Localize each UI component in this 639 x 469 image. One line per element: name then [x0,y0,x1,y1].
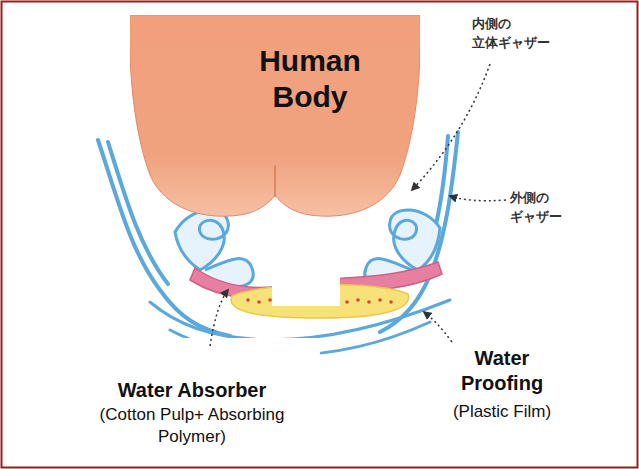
polymer-dot [367,300,371,304]
gather-label: 外側の ギャザー [510,188,585,226]
polymer-dot [345,300,349,304]
body-fill [130,15,420,216]
body-crease [274,165,276,197]
part-name: Water Absorber [77,378,307,402]
label-ground [402,338,602,450]
node-label: Human Body [245,43,375,115]
gather-label: 内側の 立体ギャザー [472,14,562,52]
label-ground [70,338,320,450]
polymer-dot [246,298,250,302]
part-name: Water Proofing [437,346,567,396]
part-note: (Cotton Pulp+ Absorbing Polymer) [77,404,307,448]
polymer-dot [356,298,360,302]
polymer-dot [378,298,382,302]
polymer-dot [389,300,393,304]
polymer-dot [257,300,261,304]
polymer-dot [268,298,272,302]
part-note: (Plastic Film) [432,401,572,423]
body-shape: Human Body [130,15,420,220]
white-patch [272,222,340,306]
